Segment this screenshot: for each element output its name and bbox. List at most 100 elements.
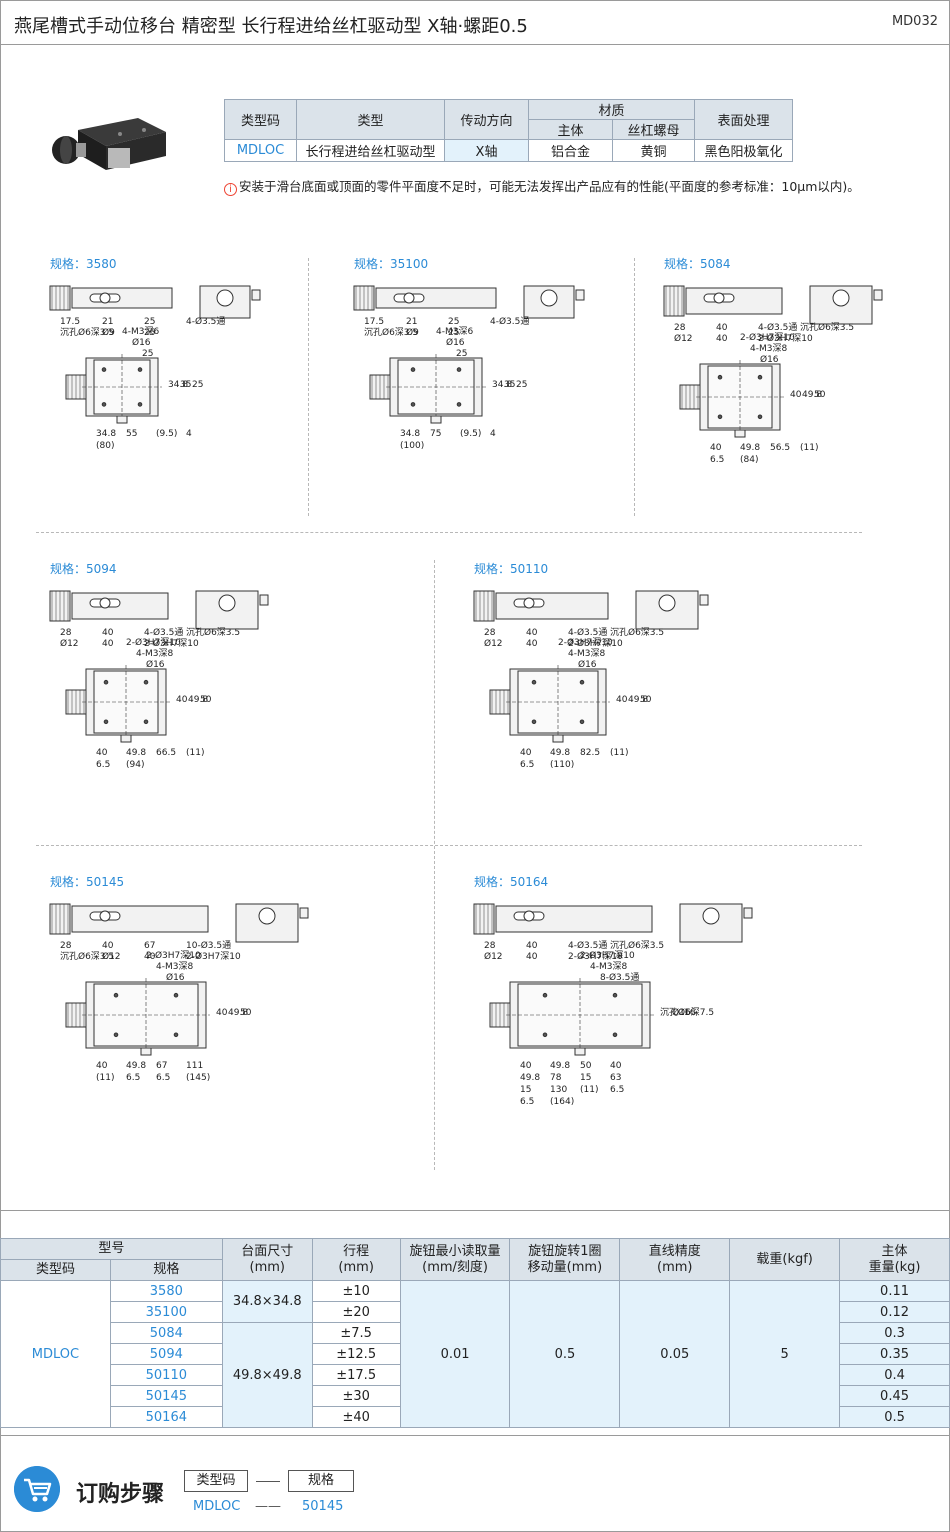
dimension-label: 49.8 [126, 748, 146, 758]
dimension-label: 4-M3深6 [122, 326, 159, 337]
dimension-label: (11) [580, 1085, 598, 1095]
dimension-label: 2-Ø3H7深10 [580, 950, 635, 961]
top-view [489, 978, 654, 1056]
dimension-label: 沉孔Ø6深3.5 [60, 327, 114, 338]
cell-spec: 5084 [109, 1322, 223, 1344]
th-weight: 主体 重量(kg) [839, 1238, 950, 1281]
dimension-label: 28 [60, 628, 72, 638]
dimension-label: 78 [550, 1073, 562, 1083]
top-view [369, 354, 486, 424]
dimension-label: 28 [60, 941, 72, 951]
dimension-label: 49.8 [126, 1061, 146, 1071]
page-title: 燕尾槽式手动位移台 精密型 长行程进给丝杠驱动型 X轴·螺距0.5 [14, 16, 528, 37]
cell-travel: ±12.5 [311, 1343, 401, 1365]
top-view [65, 978, 210, 1056]
table-row: 5094 ±12.5 0.35 [1, 1343, 950, 1365]
side-view [49, 590, 269, 630]
dimension-label: (164) [550, 1097, 574, 1107]
dimension-label: 25 [142, 349, 153, 359]
side-view [663, 285, 883, 325]
dimension-label: 55 [126, 429, 137, 439]
drawing-spec-label: 规格：5084 [664, 257, 731, 271]
dimension-label: 4-Ø3.5通 [490, 316, 529, 327]
dimension-label: 25 [448, 328, 459, 338]
dimension-label: 67 [144, 941, 155, 951]
dimension-label: 67 [156, 1061, 167, 1071]
dimension-label: 40 [716, 323, 728, 333]
order-value-spec: 50145 [302, 1499, 344, 1514]
dimension-label: 沉孔Ø6深3.5 [186, 627, 240, 638]
dimension-label: 50 [580, 1061, 592, 1071]
order-value-type-code: MDLOC [193, 1499, 241, 1514]
dimension-label: 沉孔Ø6深3.5 [364, 327, 418, 338]
dimension-label: 6.5 [520, 1097, 534, 1107]
dimension-label: (9.5) [460, 429, 481, 439]
dimension-label: Ø16 [132, 337, 151, 348]
dimension-label: 沉孔Ø6深3.5 [60, 951, 114, 962]
th-type-code: 类型码 [224, 99, 297, 140]
drawing-spec-label: 规格：50145 [50, 875, 125, 889]
th-min-read: 旋钮最小读取量 (mm/刻度) [399, 1238, 511, 1281]
dimension-label: 35 [504, 380, 515, 390]
cell-spec: 5094 [109, 1343, 223, 1365]
side-view [353, 285, 585, 319]
section-divider [0, 1210, 950, 1211]
dimension-label: 4-M3深8 [136, 648, 173, 659]
dimension-label: 17.5 [60, 317, 80, 327]
cell-spec: 3580 [109, 1280, 223, 1302]
dimension-label: 28 [484, 941, 496, 951]
dimension-label: 40 [526, 952, 538, 962]
dimension-label: 2-Ø3H7深10 [126, 637, 181, 648]
side-view [49, 903, 309, 943]
drawing-spec-label: 规格：50164 [474, 875, 549, 889]
dimension-label: 49.8 [740, 443, 760, 453]
dimension-label: (100) [400, 441, 424, 451]
dimension-label: 8-Ø3.5通 [600, 972, 639, 983]
drawing-spec-label: 规格：3580 [50, 257, 117, 271]
dimension-label: 40 [144, 952, 156, 962]
dimension-label: Ø9 [102, 327, 115, 338]
side-view [473, 903, 753, 943]
th-straightness: 直线精度 (mm) [619, 1238, 731, 1281]
dimension-label: 4-M3深8 [750, 343, 787, 354]
title-divider [0, 44, 950, 45]
td-body: 铝合金 [528, 139, 613, 162]
dimension-label: 40 [610, 1061, 622, 1071]
dimension-label: 49.8 [550, 1061, 570, 1071]
dimension-label: 4-Ø3.5通 [568, 940, 607, 951]
dimension-label: (11) [186, 748, 204, 758]
side-view [473, 590, 709, 630]
cell-spec: 50164 [109, 1406, 223, 1428]
dimension-label: 2-Ø3H7深10 [568, 951, 623, 962]
dimension-label: 17.5 [364, 317, 384, 327]
td-type: 长行程进给丝杠驱动型 [296, 139, 445, 162]
dimension-label: (11) [96, 1073, 114, 1083]
order-box-type-code: 类型码 [184, 1470, 248, 1492]
th-material: 材质 [528, 99, 695, 120]
td-screw-nut: 黄铜 [612, 139, 695, 162]
dimension-label: 16 [684, 1008, 696, 1018]
top-view [65, 665, 170, 743]
cell-weight: 0.3 [839, 1322, 950, 1344]
dimension-label: Ø12 [484, 638, 503, 649]
dimension-label: 50 [814, 390, 826, 400]
info-icon: i [224, 183, 237, 196]
dimension-label: 34.8 [96, 429, 116, 439]
dimension-label: 130 [550, 1085, 567, 1095]
dimension-label: 2-Ø3H7深10 [144, 638, 199, 649]
th-load: 载重(kgf) [729, 1238, 841, 1281]
cell-weight: 0.45 [839, 1385, 950, 1407]
dimension-label: 63 [610, 1073, 621, 1083]
dimension-label: 沉孔Ø6深7.5 [660, 1007, 714, 1018]
dimension-label: Ø12 [102, 951, 121, 962]
dimension-label: 2-Ø3H7深10 [758, 333, 813, 344]
dimension-label: 25 [192, 380, 203, 390]
cell-weight: 0.35 [839, 1343, 950, 1365]
dimension-label: 40 [716, 334, 728, 344]
dimension-label: 4 [490, 429, 496, 439]
dimension-label: 34.8 [168, 380, 188, 390]
th-travel-text: 行程 (mm) [338, 1243, 374, 1275]
